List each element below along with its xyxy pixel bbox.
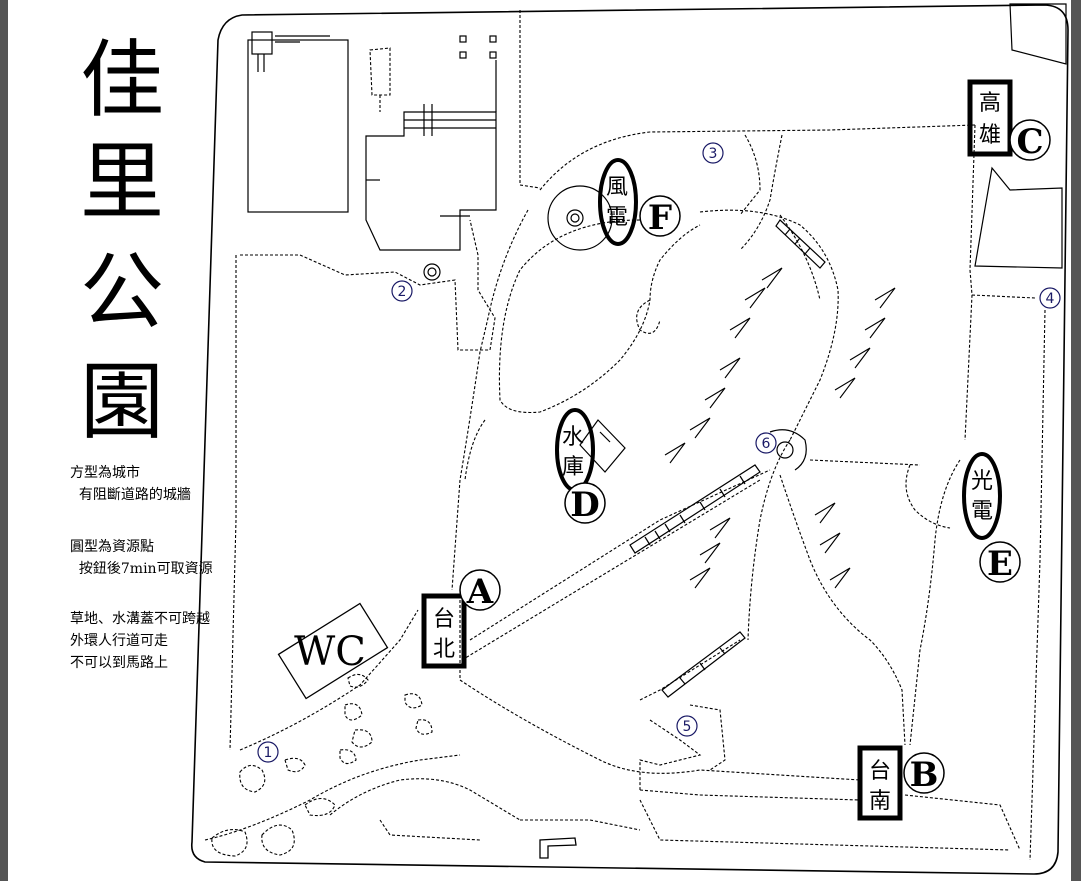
restroom-label: WC: [294, 629, 366, 675]
resource-solar[interactable]: 光 電 E: [962, 452, 1021, 584]
legend-line-5: 草地、水溝蓋不可跨越: [70, 611, 210, 627]
right-frame: [1071, 0, 1081, 881]
legend-line-6: 外環人行道可走: [70, 633, 168, 649]
city-kaohsiung[interactable]: 高 雄 C: [967, 79, 1051, 162]
marker-3-label: 3: [709, 146, 718, 162]
marker-4-label: 4: [1046, 291, 1055, 307]
park-boundary: [190, 4, 1069, 875]
resource-wind-name-1: 風: [606, 175, 628, 200]
grass-areas: [664, 267, 896, 589]
city-kaohsiung-name-2: 雄: [979, 123, 1001, 148]
building-complex: [247, 31, 497, 251]
city-taipei-name-1: 台: [433, 607, 455, 632]
legend-line-7: 不可以到馬路上: [70, 655, 168, 671]
marker-6[interactable]: 6: [755, 432, 777, 454]
resource-water-letter: D: [570, 485, 599, 525]
resource-wind-name-2: 電: [606, 205, 628, 230]
building-top-right: [1009, 3, 1067, 65]
title-char-1: 佳: [80, 31, 165, 129]
resource-wind[interactable]: 風 電 F: [598, 158, 681, 246]
building-right: [974, 166, 1063, 269]
city-tainan-name-1: 台: [869, 759, 891, 784]
resource-solar-letter: E: [987, 544, 1013, 584]
city-kaohsiung-name-1: 高: [979, 91, 1001, 116]
marker-1[interactable]: 1: [257, 741, 279, 763]
drain-covers: [629, 219, 826, 698]
restroom: WC: [277, 602, 389, 700]
resource-water[interactable]: 水 庫 D: [555, 408, 606, 525]
title-char-4: 園: [80, 353, 165, 451]
marker-2[interactable]: 2: [391, 280, 413, 302]
city-tainan-letter: B: [910, 755, 939, 795]
marker-6-label: 6: [762, 436, 771, 452]
city-taipei-name-2: 北: [433, 637, 455, 662]
left-frame: [0, 0, 8, 881]
legend-line-1: 方型為城市: [70, 465, 140, 481]
structure-bottom: [539, 837, 577, 859]
resource-solar-name-2: 電: [971, 499, 993, 524]
legend-line-2: 有阻斷道路的城牆: [70, 487, 191, 503]
reservoir-shape: [579, 419, 626, 473]
resource-water-name-1: 水: [562, 425, 584, 450]
legend-line-4: 按鈕後7min可取資源: [70, 561, 213, 577]
city-tainan-name-2: 南: [869, 789, 891, 814]
marker-5-label: 5: [683, 719, 692, 735]
resource-solar-name-1: 光: [971, 469, 993, 494]
walking-paths: [204, 10, 1046, 861]
city-taipei[interactable]: 台 北 A: [421, 569, 501, 669]
city-taipei-letter: A: [466, 572, 494, 612]
resource-water-name-2: 庫: [562, 455, 584, 480]
title-char-3: 公: [80, 243, 165, 341]
marker-1-label: 1: [264, 745, 273, 761]
city-kaohsiung-letter: C: [1016, 122, 1043, 162]
marker-5[interactable]: 5: [676, 715, 698, 737]
marker-4[interactable]: 4: [1039, 287, 1061, 309]
resource-wind-letter: F: [648, 198, 672, 238]
fountain-features: [423, 185, 807, 471]
title-char-2: 里: [80, 133, 165, 231]
marker-3[interactable]: 3: [702, 142, 724, 164]
legend-line-3: 圓型為資源點: [70, 539, 154, 555]
city-tainan[interactable]: 台 南 B: [857, 745, 945, 821]
marker-2-label: 2: [398, 284, 407, 300]
